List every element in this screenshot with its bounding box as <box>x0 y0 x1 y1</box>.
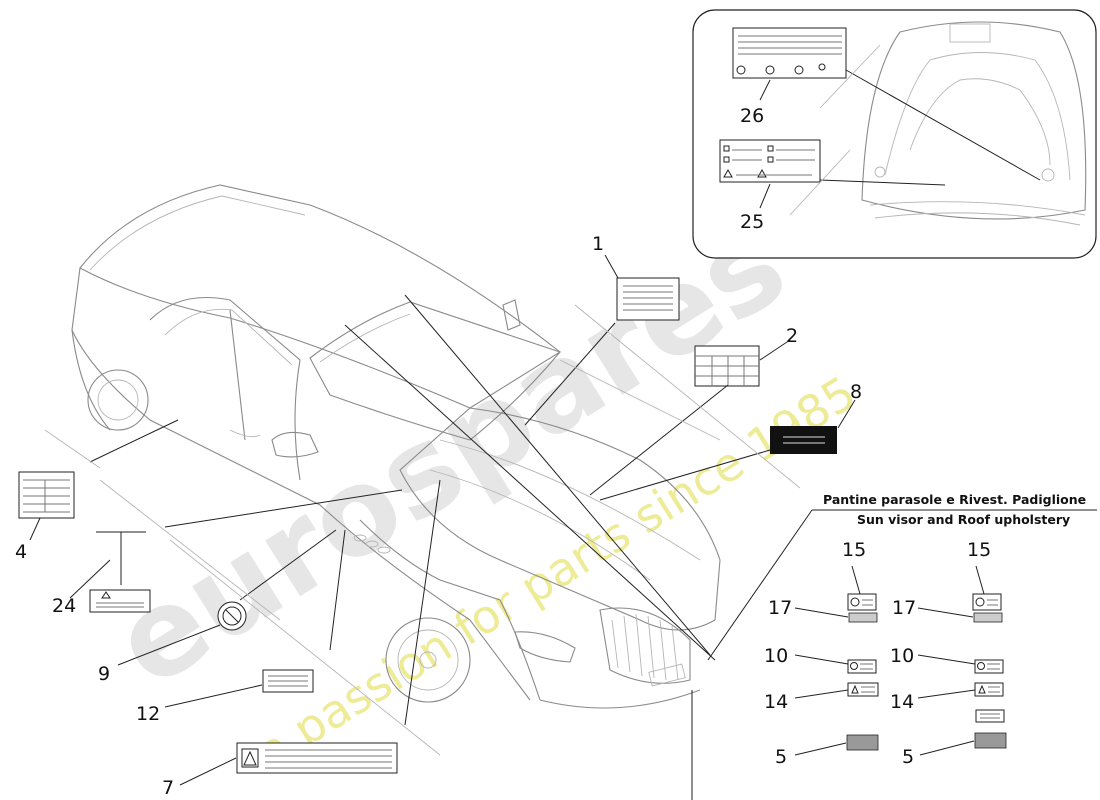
callout-15-left: 15 <box>842 539 866 561</box>
callout-7: 7 <box>162 777 174 799</box>
hood-inset <box>692 9 1097 259</box>
callout-numbers: 1 2 8 4 24 9 12 7 26 25 15 17 10 14 5 15… <box>15 105 991 799</box>
car-illustration <box>71 184 721 709</box>
callout-14-right: 14 <box>890 691 914 713</box>
callout-15-right: 15 <box>967 539 991 561</box>
callout-10-left: 10 <box>764 645 788 667</box>
callout-10-right: 10 <box>890 645 914 667</box>
label-17-right[interactable] <box>973 612 1003 623</box>
label-15-left[interactable] <box>847 593 877 611</box>
callout-12: 12 <box>136 703 160 725</box>
callout-4: 4 <box>15 541 27 563</box>
panel-title-en: Sun visor and Roof upholstery <box>857 512 1070 527</box>
label-17-left[interactable] <box>848 612 878 623</box>
label-26[interactable] <box>732 27 847 79</box>
callout-17-left: 17 <box>768 597 792 619</box>
label-1[interactable] <box>616 277 680 321</box>
callout-14-left: 14 <box>764 691 788 713</box>
callout-9: 9 <box>98 663 110 685</box>
label-4[interactable] <box>18 471 75 519</box>
callout-24: 24 <box>52 595 76 617</box>
callout-26: 26 <box>740 105 764 127</box>
label-24[interactable] <box>89 589 151 613</box>
label-10-left[interactable] <box>847 659 877 674</box>
callout-1: 1 <box>592 233 604 255</box>
label-14-right[interactable] <box>974 682 1004 697</box>
label-5-right[interactable] <box>974 732 1007 749</box>
callout-5-right: 5 <box>902 746 914 768</box>
label-14-left[interactable] <box>847 682 879 697</box>
watermark: eurospares a passion for parts since 198… <box>92 195 865 780</box>
label-15-right[interactable] <box>972 593 1002 611</box>
callout-2: 2 <box>786 325 798 347</box>
label-8[interactable] <box>770 426 837 454</box>
callout-17-right: 17 <box>892 597 916 619</box>
label-blank-right[interactable] <box>975 709 1005 723</box>
panel-title-it: Pantine parasole e Rivest. Padiglione <box>823 492 1086 507</box>
label-25[interactable] <box>719 139 821 183</box>
sun-visor-panel: Pantine parasole e Rivest. Padiglione Su… <box>691 492 1097 800</box>
callout-8: 8 <box>850 381 862 403</box>
callout-25: 25 <box>740 211 764 233</box>
label-10-right[interactable] <box>974 659 1004 674</box>
label-5-left[interactable] <box>846 734 879 751</box>
callout-5-left: 5 <box>775 746 787 768</box>
